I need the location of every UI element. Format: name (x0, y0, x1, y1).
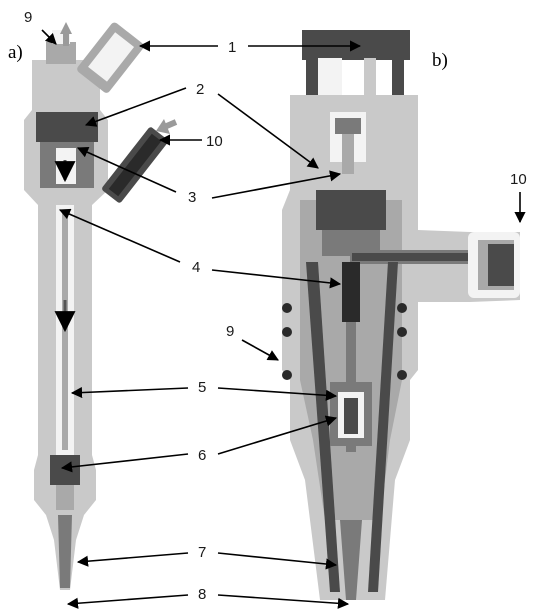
panel-label-b: b) (432, 50, 448, 71)
callout-5: 5 (198, 379, 206, 396)
leader-lines (41, 29, 526, 609)
injector-a (24, 22, 178, 590)
callout-10-right: 10 (510, 171, 527, 188)
callout-9-right: 9 (226, 323, 234, 340)
panel-label-a: a) (8, 42, 23, 63)
callout-labels: a) b) 9 1 2 10 3 10 4 9 5 6 7 8 (8, 9, 527, 603)
callout-2: 2 (196, 81, 204, 98)
injector-b (282, 30, 520, 600)
callout-8: 8 (198, 586, 206, 603)
callout-1: 1 (228, 39, 236, 56)
callout-9-left: 9 (24, 9, 32, 26)
callout-4: 4 (192, 259, 200, 276)
callout-6: 6 (198, 447, 206, 464)
callout-3: 3 (188, 189, 196, 206)
callout-10-left: 10 (206, 133, 223, 150)
callout-7: 7 (198, 544, 206, 561)
